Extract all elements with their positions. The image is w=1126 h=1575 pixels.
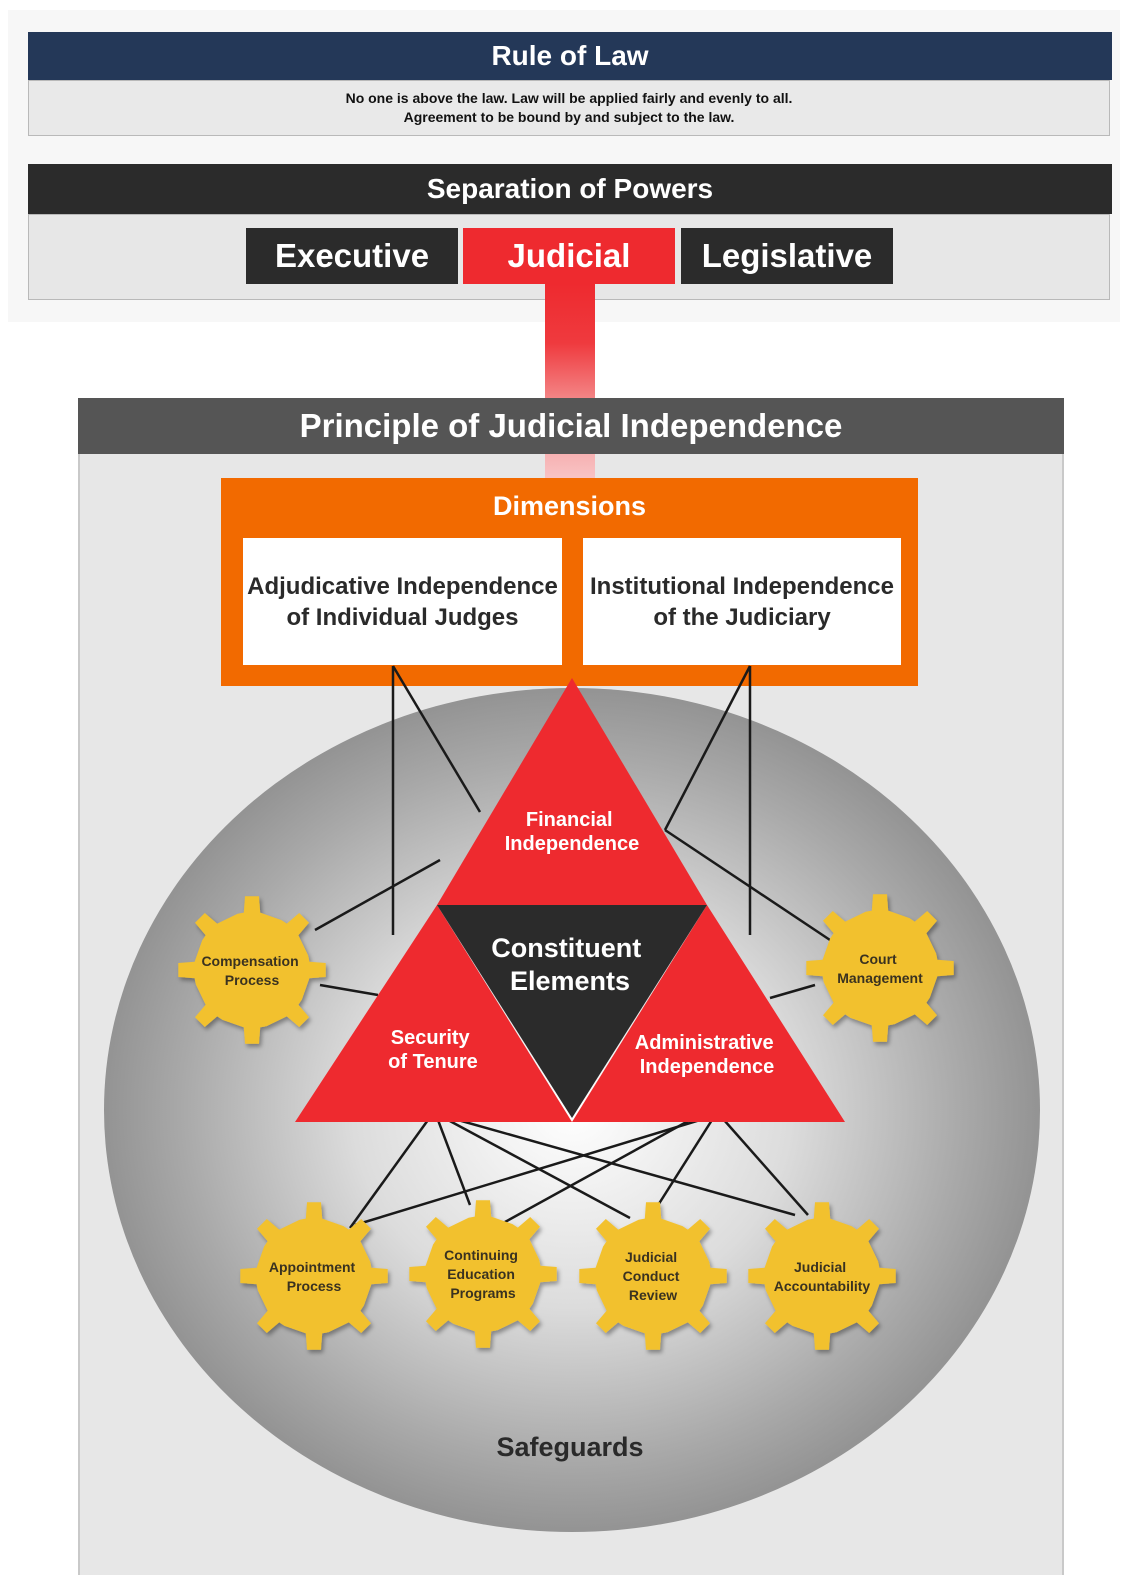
gear-judicial-accountability-label: Judicial Accountability [774,1259,871,1294]
safeguards-label: Safeguards [496,1432,643,1462]
triangle-administrative [572,905,845,1122]
gear-continuing-education-label: Continuing Education Programs [444,1247,522,1301]
gear-appointment-label: Appointment Process [269,1259,359,1294]
triangle-financial [437,678,707,905]
rule-of-law-description: No one is above the law. Law will be app… [28,80,1110,136]
branch-legislative: Legislative [681,228,893,284]
gear-shape [409,1200,557,1348]
judicial-independence-header: Principle of Judicial Independence [78,398,1064,454]
separation-of-powers-header: Separation of Powers [28,164,1112,214]
gear-shape [579,1202,727,1350]
dimension-adjudicative-line-2: of Individual Judges [286,603,519,631]
dimension-institutional-line-1: Institutional Independence [589,572,895,600]
dimension-institutional: Institutional Independence of the Judici… [583,538,901,665]
gear-continuing-education: Continuing Education Programs [409,1200,557,1348]
triangle-security [295,905,572,1122]
branch-judicial: Judicial [463,228,675,284]
gear-judicial-conduct-label: Judicial Conduct Review [623,1249,684,1303]
security-of-tenure-label: Security of Tenure [388,1027,478,1073]
gear-appointment-process: Appointment Process [240,1202,388,1350]
rule-of-law-header: Rule of Law [28,32,1112,80]
rule-of-law-line-2: Agreement to be bound by and subject to … [403,109,735,125]
gear-compensation-process: Compensation Process [178,896,326,1044]
dimension-institutional-line-2: of the Judiciary [653,603,831,631]
gear-shape [748,1202,896,1350]
triangle-constituent-elements [437,905,707,1118]
gear-shape [240,1202,388,1350]
financial-independence-label: Financial Independence [505,809,639,855]
dimension-adjudicative-line-1: Adjudicative Independence [247,572,558,600]
gear-shape [806,894,954,1042]
gear-judicial-accountability: Judicial Accountability [748,1202,896,1350]
gear-shape [178,896,326,1044]
dimensions-title: Dimensions [492,490,647,521]
administrative-independence-label: Administrative Independence [635,1032,780,1078]
branch-executive: Executive [246,228,458,284]
gear-court-management-label: Court Management [837,951,923,986]
gear-compensation-label: Compensation Process [201,953,302,988]
dimension-adjudicative: Adjudicative Independence of Individual … [243,538,562,665]
rule-of-law-line-1: No one is above the law. Law will be app… [345,90,793,106]
gear-judicial-conduct-review: Judicial Conduct Review [579,1202,727,1350]
gear-court-management: Court Management [806,894,954,1042]
connector-lines [314,665,831,1229]
constituent-elements-label: Constituent Elements [491,933,649,996]
